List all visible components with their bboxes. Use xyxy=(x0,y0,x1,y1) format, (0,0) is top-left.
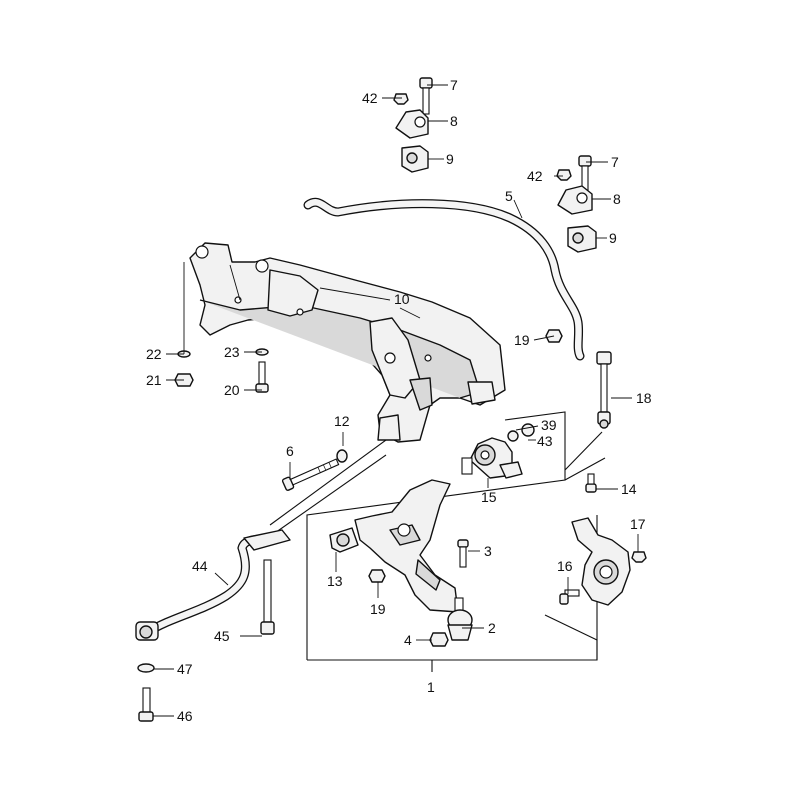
callout-5: 5 xyxy=(505,188,513,204)
stabilizer-link xyxy=(596,351,612,429)
callout-8: 8 xyxy=(613,191,621,207)
callout-12: 12 xyxy=(334,413,350,429)
callout-47: 47 xyxy=(177,661,193,677)
callout-46: 46 xyxy=(177,708,193,724)
callout-9: 9 xyxy=(446,151,454,167)
leader-lines xyxy=(153,84,639,717)
callout-9: 9 xyxy=(609,230,617,246)
callout-21: 21 xyxy=(146,372,162,388)
callout-8: 8 xyxy=(450,113,458,129)
callout-2: 2 xyxy=(488,620,496,636)
callout-10: 10 xyxy=(394,291,410,307)
callout-19: 19 xyxy=(370,601,386,617)
callout-20: 20 xyxy=(224,382,240,398)
steering-knuckle xyxy=(564,517,647,606)
callout-19: 19 xyxy=(514,332,530,348)
crossmember xyxy=(189,242,506,443)
ball-joint xyxy=(447,597,473,641)
callout-7: 7 xyxy=(611,154,619,170)
bushing-set-right xyxy=(556,155,597,253)
callout-44: 44 xyxy=(192,558,208,574)
callout-42: 42 xyxy=(527,168,543,184)
lower-control-arm xyxy=(329,479,459,613)
callout-4: 4 xyxy=(404,632,412,648)
callout-16: 16 xyxy=(557,558,573,574)
tension-rod-assembly xyxy=(135,529,291,722)
callout-39: 39 xyxy=(541,417,557,433)
callout-45: 45 xyxy=(214,628,230,644)
callout-17: 17 xyxy=(630,516,646,532)
fasteners xyxy=(174,329,597,647)
callout-labels: 7 42 8 9 7 42 8 5 9 10 22 23 21 20 19 18… xyxy=(146,77,652,724)
callout-1: 1 xyxy=(427,679,435,695)
callout-3: 3 xyxy=(484,543,492,559)
callout-22: 22 xyxy=(146,346,162,362)
callout-42: 42 xyxy=(362,90,378,106)
callout-23: 23 xyxy=(224,344,240,360)
callout-43: 43 xyxy=(537,433,553,449)
stabilizer-bar xyxy=(303,197,585,361)
callout-6: 6 xyxy=(286,443,294,459)
callout-15: 15 xyxy=(481,489,497,505)
callout-13: 13 xyxy=(327,573,343,589)
bushing-set-left xyxy=(393,77,433,173)
front-bushing-assembly xyxy=(461,423,535,479)
callout-7: 7 xyxy=(450,77,458,93)
assembly-frame-lines xyxy=(269,411,606,672)
callout-18: 18 xyxy=(636,390,652,406)
callout-14: 14 xyxy=(621,481,637,497)
